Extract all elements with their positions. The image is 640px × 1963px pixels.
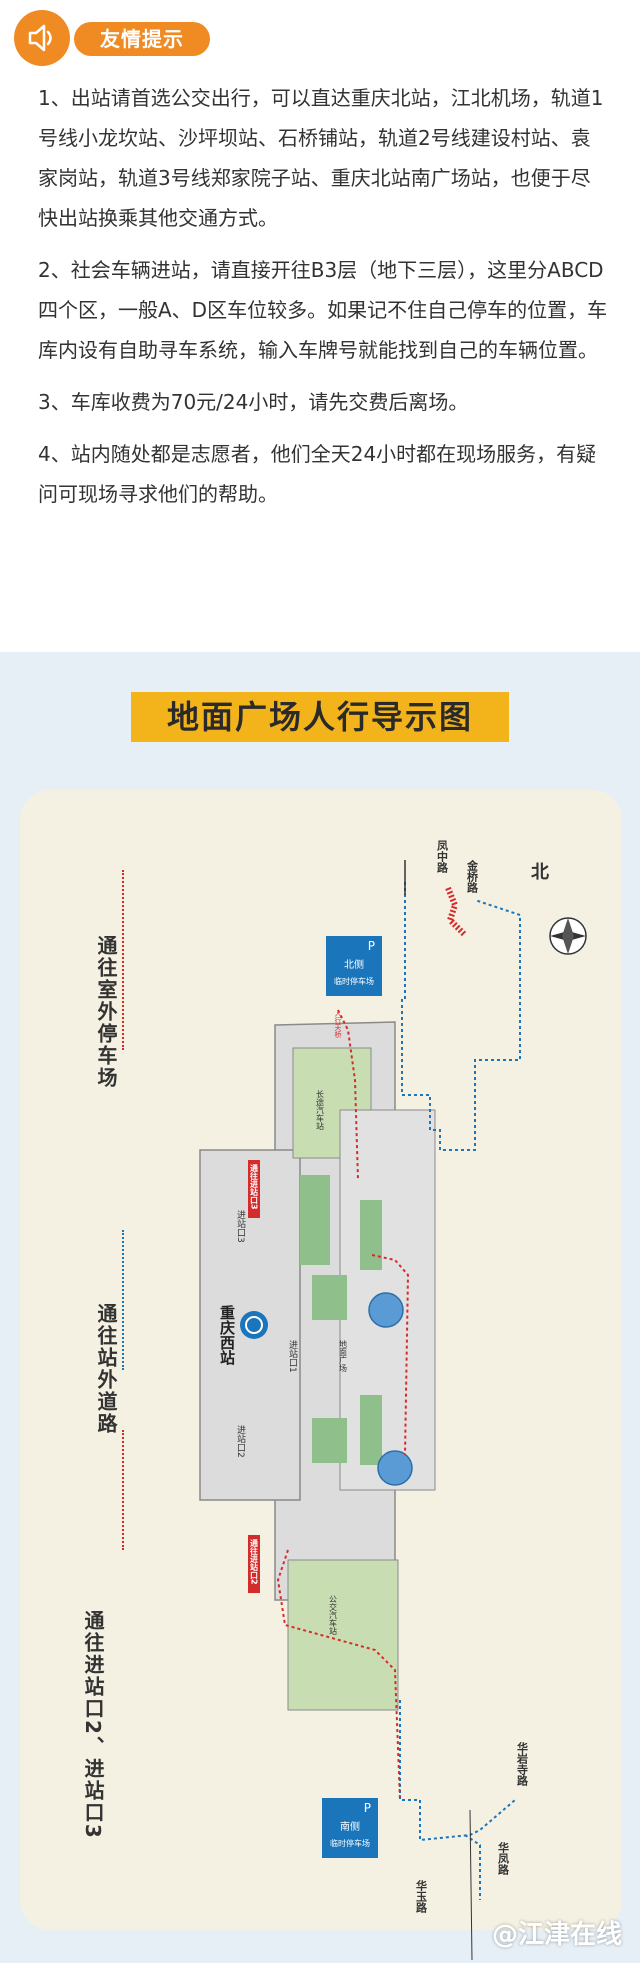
parking-south-label-1: 南侧 — [340, 1820, 360, 1833]
label-entrance-2: 进站口2 — [235, 1425, 246, 1458]
tip-1: 1、出站请首选公交出行，可以直达重庆北站，江北机场，轨道1号线小龙坎站、沙坪坝站… — [38, 86, 604, 230]
legend-line-red-2 — [122, 1430, 124, 1550]
legend-line-red-1 — [122, 870, 124, 1050]
tip-3: 3、车库收费为70元/24小时，请先交费后离场。 — [38, 390, 469, 414]
label-city-bus: 公交汽车站 — [329, 1595, 338, 1636]
tips-header: 友情提示 — [14, 10, 314, 66]
road-huayu: 华玉路 — [415, 1879, 428, 1914]
parking-south-letter: P — [364, 1801, 371, 1815]
map-title: 地面广场人行导示图 — [131, 692, 509, 742]
road-fengzhong: 凤中路 — [436, 840, 449, 874]
legend-label-outdoor-parking: 通往室外停车场 — [94, 935, 118, 1089]
watermark: @江津在线 — [491, 1920, 622, 1950]
parking-north-label-2: 临时停车场 — [334, 976, 374, 986]
legend-label-entrances: 通往进站口2、进站口3 — [81, 1610, 105, 1840]
label-entrance-3: 进站口3 — [235, 1210, 246, 1243]
label-station: 重庆西站 — [218, 1304, 236, 1366]
tips-header-label: 友情提示 — [74, 22, 210, 56]
label-plaza: 地面广场 — [339, 1339, 348, 1373]
label-entrance-2-box: 通往进站口2 — [250, 1538, 259, 1585]
parking-north-label-1: 北侧 — [344, 958, 364, 971]
tips-list: 1、出站请首选公交出行，可以直达重庆北站，江北机场，轨道1号线小龙坎站、沙坪坝站… — [38, 78, 610, 526]
legend-line-blue — [122, 1230, 124, 1370]
tip-2: 2、社会车辆进站，请直接开往B3层（地下三层），这里分ABCD四个区，一般A、D… — [38, 258, 608, 362]
speaker-icon — [14, 10, 70, 66]
label-long-bus: 长途汽车站 — [316, 1089, 325, 1131]
tip-4: 4、站内随处都是志愿者，他们全天24小时都在现场服务，有疑问可现场寻求他们的帮助… — [38, 442, 597, 506]
label-entrance-1: 进站口1 — [287, 1340, 298, 1373]
compass-north-label: 北 — [531, 862, 549, 883]
road-jinqiao: 金桥路 — [466, 859, 480, 894]
label-crossing: 人行天桥 — [334, 1010, 342, 1039]
road-huafeng: 华凤路 — [497, 1841, 510, 1876]
label-entrance-3-box: 通往进站口3 — [250, 1163, 259, 1210]
legend-label-outside-road: 通往站外道路 — [94, 1303, 118, 1435]
parking-south-label-2: 临时停车场 — [330, 1838, 370, 1848]
parking-north-letter: P — [368, 939, 375, 953]
road-huayan-temple: 华岩寺路 — [516, 1741, 530, 1787]
